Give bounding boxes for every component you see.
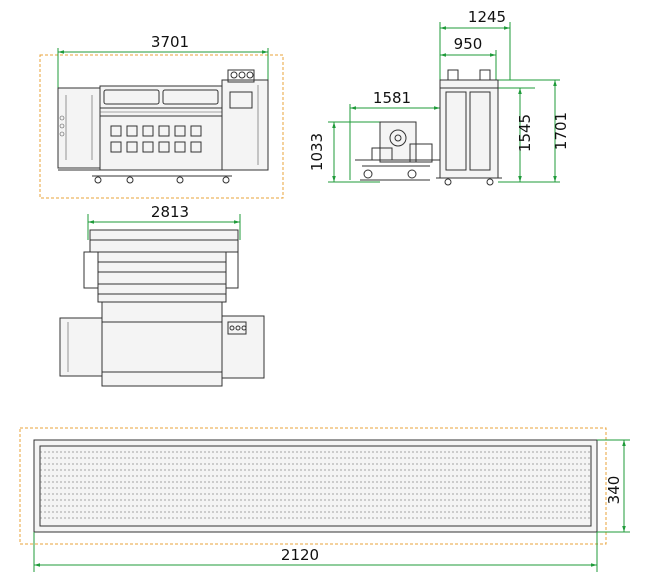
platen-width-label: 340 [605,476,623,505]
front-view: 3701 [39,33,284,199]
front-width-label: 3701 [151,33,189,51]
side-overall-height-dimension: 1701 [498,79,570,183]
side-overall-height-label: 1701 [552,112,570,150]
front-machine-outline [57,69,269,184]
front-width-dimension: 3701 [57,33,269,90]
side-cabinet-outline [436,69,502,186]
side-feeder-height-label: 1033 [308,133,326,171]
top-machine-outline [59,229,265,387]
top-width-dimension: 2813 [87,203,241,240]
side-feeder-offset-label: 1581 [373,89,411,107]
side-feeder-offset-dimension: 1581 [349,89,440,180]
side-feeder-height-dimension: 1033 [308,121,380,183]
side-cabinet-depth-label: 950 [454,35,483,53]
top-view: 2813 [59,203,265,387]
side-view: 1245 950 1581 1033 1545 1701 [308,8,570,186]
top-width-label: 2813 [151,203,189,221]
platen-width-dimension: 340 [597,439,630,533]
side-cabinet-height-dimension: 1545 [498,87,535,182]
side-feeder-outline [355,121,440,181]
side-cabinet-depth-dimension: 950 [440,35,497,80]
platen-length-label: 2120 [281,546,319,564]
side-overall-depth-label: 1245 [468,8,506,26]
platen-length-dimension: 2120 [33,532,598,572]
platen-view: 340 2120 [19,427,630,572]
side-overall-depth-dimension: 1245 [439,8,511,80]
side-cabinet-height-label: 1545 [516,114,534,152]
platen-outline [33,439,598,533]
